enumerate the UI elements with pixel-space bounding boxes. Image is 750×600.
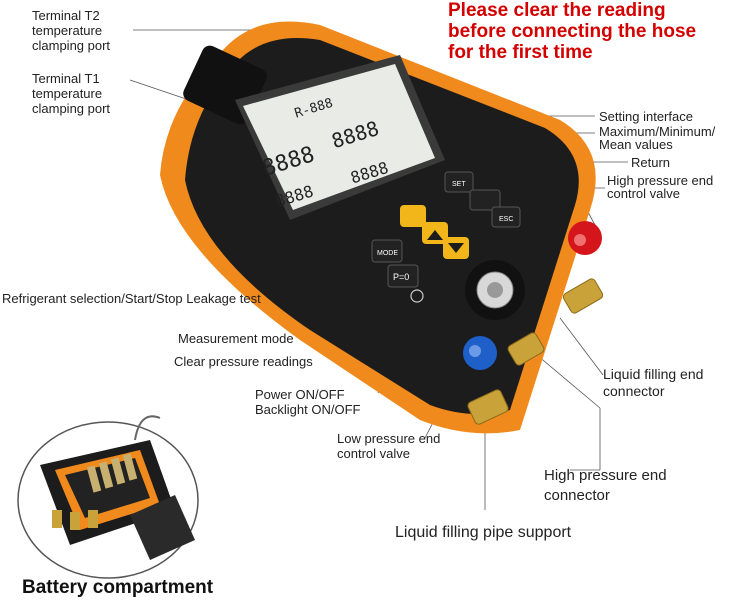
label-liquid-filling-end-line1: Liquid filling end — [603, 366, 704, 382]
set-button[interactable] — [444, 171, 474, 193]
warning-line-3: for the first time — [448, 42, 593, 63]
set-button-label: SET — [452, 181, 466, 188]
label-refrigerant-selection: Refrigerant selection/Start/Stop Leakage… — [2, 291, 261, 306]
label-liquid-filling-end: Liquid filling end connector — [603, 366, 703, 400]
label-high-pressure-connector: High pressure end connector — [544, 466, 667, 506]
label-max-min-mean-line2: Mean values — [599, 137, 673, 152]
low-valve-highlight — [469, 345, 481, 357]
warning-line-2: before connecting the hose — [448, 21, 697, 42]
lcd-screen: 8888 8888 R-888 8888 8888 — [235, 55, 445, 220]
high-pressure-connector — [507, 332, 545, 366]
label-liquid-filling-pipe: Liquid filling pipe support — [395, 524, 572, 541]
label-terminal-t1-line3: clamping port — [32, 101, 111, 116]
esc-button-label: ESC — [499, 216, 513, 223]
label-high-pressure-valve-line1: High pressure end — [607, 173, 714, 188]
battery-inset — [17, 415, 199, 579]
label-terminal-t1-line2: temperature — [32, 86, 103, 101]
inset-brass-ports — [52, 510, 98, 530]
label-liquid-filling-end-line2: connector — [603, 383, 665, 399]
label-low-pressure-valve: Low pressure end control valve — [337, 431, 440, 461]
label-terminal-t1-line1: Terminal T1 — [32, 71, 100, 86]
label-battery-compartment: Battery compartment — [22, 577, 214, 598]
battery-cover — [130, 495, 195, 560]
mode-button[interactable] — [371, 239, 403, 263]
esc-button[interactable] — [491, 206, 521, 228]
label-setting-interface: Setting interface — [599, 109, 693, 124]
label-high-pressure-connector-line1: High pressure end — [544, 467, 667, 484]
center-port-bore — [487, 282, 503, 298]
label-high-pressure-valve: High pressure end control valve — [607, 174, 713, 200]
label-return: Return — [631, 155, 671, 170]
label-terminal-t2-line2: temperature — [32, 23, 103, 38]
label-low-pressure-valve-line1: Low pressure end — [337, 431, 441, 446]
liquid-filling-connector — [562, 278, 604, 314]
label-terminal-t2: Terminal T2 temperature clamping port — [32, 8, 110, 53]
power-icon[interactable] — [410, 289, 424, 303]
label-measurement-mode: Measurement mode — [178, 331, 294, 346]
label-high-pressure-connector-line2: connector — [544, 487, 610, 504]
mode-button-label: MODE — [377, 250, 398, 257]
label-power-line2: Backlight ON/OFF — [255, 402, 361, 417]
label-terminal-t2-line1: Terminal T2 — [32, 8, 100, 23]
label-high-pressure-valve-line2: control valve — [607, 186, 680, 201]
label-terminal-t1: Terminal T1 temperature clamping port — [32, 71, 110, 116]
p0-button[interactable] — [387, 264, 419, 288]
label-power: Power ON/OFF Backlight ON/OFF — [255, 387, 360, 417]
down-arrow-icon — [448, 243, 464, 253]
battery-cells — [86, 453, 138, 493]
warning-headline: Please clear the reading before connecti… — [448, 0, 696, 63]
label-power-line1: Power ON/OFF — [255, 387, 345, 402]
label-max-min-mean: Maximum/Minimum/ Mean values — [599, 125, 715, 151]
brass-connectors — [467, 278, 604, 425]
p0-button-label: P=0 — [393, 272, 409, 282]
function-buttons: SET ESC MODE P=0 — [371, 171, 521, 303]
minmax-button[interactable] — [469, 189, 501, 211]
label-clear-pressure: Clear pressure readings — [174, 354, 313, 369]
up-arrow-icon — [427, 230, 443, 240]
hanging-hook — [134, 415, 161, 441]
label-low-pressure-valve-line2: control valve — [337, 446, 410, 461]
liquid-pipe-support — [467, 389, 509, 425]
enter-button[interactable] — [400, 205, 426, 227]
label-max-min-mean-line1: Maximum/Minimum/ — [599, 124, 716, 139]
high-valve-highlight — [574, 234, 586, 246]
label-terminal-t2-line3: clamping port — [32, 38, 111, 53]
warning-line-1: Please clear the reading — [448, 0, 666, 21]
arrow-buttons — [400, 205, 469, 259]
